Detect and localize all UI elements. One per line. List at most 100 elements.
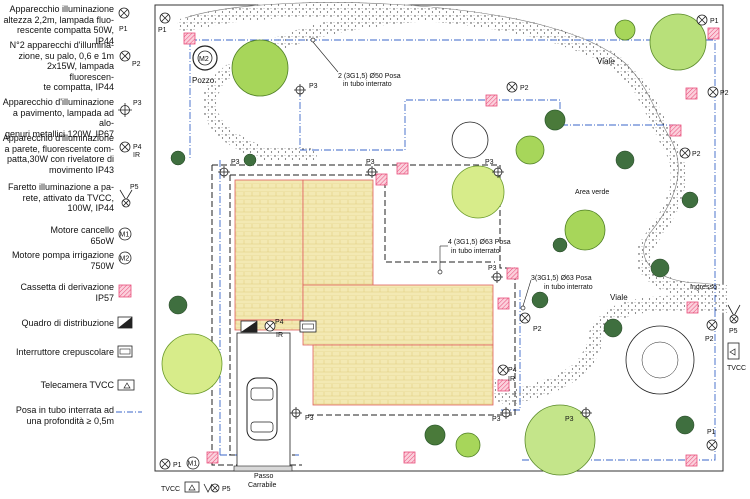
svg-text:IR: IR (276, 332, 283, 339)
legend-code-ir: IR (133, 152, 140, 159)
legend-code-p5: P5 (130, 184, 139, 191)
svg-text:P3: P3 (305, 415, 314, 422)
svg-text:P3: P3 (366, 159, 375, 166)
tree (455, 432, 481, 458)
legend-item-p2: N°2 apparecchi d'illumina- zione, su pal… (9, 40, 114, 92)
cable-label-2b: in tubo interrato (451, 248, 500, 255)
junction-box (685, 87, 698, 100)
paving-block-d (312, 344, 494, 406)
floor-lamp-icon: P3 (366, 159, 378, 178)
svg-text:P2: P2 (692, 151, 701, 158)
cable-label-2: 4 (3G1,5) Ø63 Posa (448, 239, 511, 246)
legend-code-p3: P3 (133, 100, 142, 107)
shrub (615, 150, 635, 170)
tree (451, 121, 489, 159)
svg-text:P1: P1 (710, 18, 719, 25)
legend-item-p3: Apparecchio d'illuminazione a pavimento,… (2, 97, 114, 139)
junction-box (396, 162, 409, 175)
legend-item-p1: Apparecchio illuminazione altezza 2,2m, … (3, 4, 114, 46)
twilight-switch (299, 320, 317, 333)
svg-text:P3: P3 (485, 159, 494, 166)
lamp-icon: P1 (158, 12, 171, 34)
svg-text:P2: P2 (533, 326, 542, 333)
junction-box (206, 451, 219, 464)
area-verde-label: Area verde (575, 189, 609, 196)
driveway: Passo Carrabile (233, 332, 293, 489)
svg-text:P1: P1 (158, 27, 167, 34)
floor-lamp-icon: P3 (565, 407, 592, 423)
shrub (681, 191, 699, 209)
svg-text:TVCC: TVCC (161, 486, 180, 493)
legend-item-junction-box: Cassetta di derivazione IP57 (20, 282, 114, 303)
junction-box (485, 94, 498, 107)
cable-label-1b: in tubo interrato (343, 81, 392, 88)
well-pump-code: M2 (199, 56, 209, 63)
distribution-board (240, 320, 258, 333)
svg-text:M1: M1 (120, 232, 130, 239)
viale-top-label: Viale (597, 57, 615, 66)
svg-text:IR: IR (508, 376, 515, 383)
junction-box (375, 173, 388, 186)
paving-block-a (234, 179, 304, 321)
motor-m1-icon: M1 (118, 227, 132, 241)
passo-label: Passo (254, 473, 274, 480)
lamp-icon: P2 (519, 312, 542, 333)
wall-lamp-icon: P4 IR (264, 319, 284, 339)
svg-text:P3: P3 (309, 83, 318, 90)
shrubs (168, 150, 699, 435)
svg-text:M1: M1 (188, 461, 198, 468)
spotlight-icon: P5 (203, 483, 231, 493)
junction-box (403, 451, 416, 464)
legend-item-buried-conduit: Posa in tubo interrata ad una profondità… (15, 405, 114, 426)
junction-box (669, 124, 682, 137)
tree (641, 341, 679, 379)
legend-item-p5: Faretto illuminazione a pa- rete, attiva… (7, 182, 114, 213)
junction-box-icon (118, 284, 132, 298)
cable-label-3b: in tubo interrato (544, 284, 593, 291)
p1-lamps: P1 P1 P1 P1 M1 (158, 12, 719, 470)
legend-code-p4: P4 (133, 144, 142, 151)
shrub (552, 237, 568, 253)
shrub (650, 258, 670, 278)
cable-annotations: 2 (3G1,5) Ø50 Posa in tubo interrato 4 (… (310, 37, 593, 311)
junction-box (497, 297, 510, 310)
legend-item-distribution-board: Quadro di distribuzione (21, 318, 114, 328)
lamp-icon: P2 (506, 81, 529, 93)
carrabile-label: Carrabile (248, 482, 277, 489)
trees (161, 13, 707, 476)
svg-text:P2: P2 (705, 336, 714, 343)
viale-bottom-label: Viale (610, 293, 628, 302)
legend-code-p1: P1 (119, 26, 128, 33)
svg-text:P3: P3 (565, 416, 574, 423)
p3-floor-lamps: P3 P3 P3 P3 P3 P3 P3 (218, 83, 592, 423)
lamp-icon: P2 (707, 86, 729, 98)
shrub (531, 291, 549, 309)
p4-wall-lamps: P4 IR P4 IR (264, 319, 517, 383)
tree (649, 13, 707, 71)
floor-lamp-icon: P3 (492, 407, 512, 423)
junction-box (497, 379, 510, 392)
tree (231, 39, 289, 97)
tree (625, 325, 695, 395)
junction-boxes (183, 27, 720, 467)
svg-text:P1: P1 (707, 429, 716, 436)
svg-text:P4: P4 (508, 367, 517, 374)
legend-symbols: P1 P2 P3 P4 IR P5 M1 (116, 7, 142, 413)
p2-lamps: P2 P2 P2 P2 P2 (506, 81, 729, 343)
svg-text:P2: P2 (520, 85, 529, 92)
wall-lamp-icon: P4 IR (119, 141, 142, 159)
tree (524, 404, 596, 476)
plot-boundary (154, 4, 724, 472)
junction-box (707, 27, 720, 40)
lamp-icon: P2 (705, 319, 718, 343)
svg-text:P5: P5 (729, 328, 738, 335)
legend-item-m2: Motore pompa irrigazione 750W (11, 250, 114, 271)
gravel-path (177, 2, 728, 405)
svg-text:P2: P2 (720, 90, 729, 97)
car-icon (246, 377, 278, 441)
lamp-icon: P1 (706, 429, 718, 451)
well: M2 Pozzo (192, 45, 218, 85)
shrub (243, 153, 257, 167)
p5-spotlights: P5 P5 TVCC TVCC (161, 304, 746, 493)
lamp-icon: P1 (118, 7, 130, 33)
